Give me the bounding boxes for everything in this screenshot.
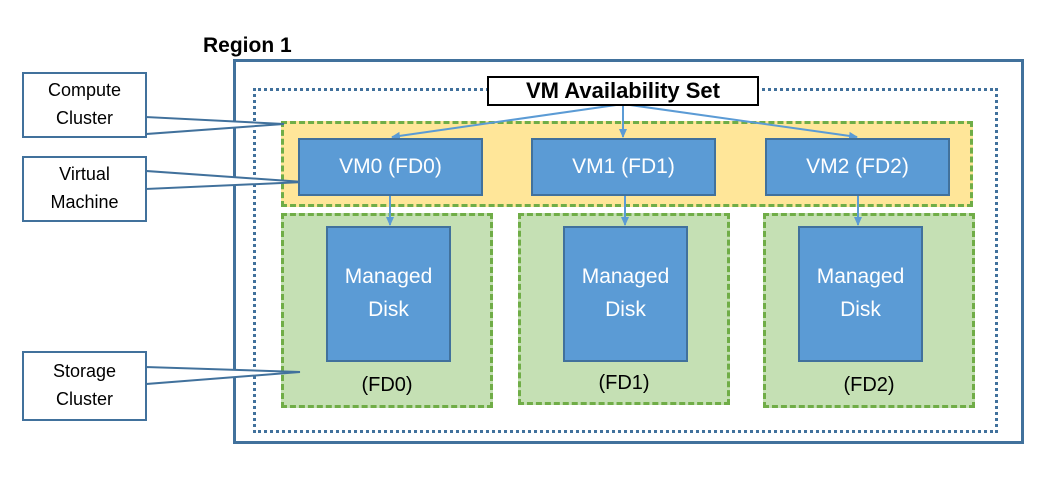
- region-label: Region 1: [203, 34, 292, 57]
- callout-pointer-vm: [145, 169, 305, 191]
- arrow-avset-vm2: [622, 103, 858, 140]
- vm-box-1: VM1 (FD1): [531, 138, 716, 196]
- callout-pointer-storage: [145, 365, 301, 386]
- callout-pointer-compute: [145, 115, 285, 136]
- managed-disk-1: Managed Disk: [563, 226, 688, 362]
- managed-disk-label-line2: Disk: [605, 298, 646, 321]
- callout-compute-cluster: Compute Cluster: [22, 72, 147, 138]
- managed-disk-2: Managed Disk: [798, 226, 923, 362]
- vm-box-0: VM0 (FD0): [298, 138, 483, 196]
- callout-storage-cluster: Storage Cluster: [22, 351, 147, 421]
- callout-line2: Machine: [50, 192, 119, 212]
- managed-disk-label-line1: Managed: [344, 265, 433, 289]
- arrow-avset-vm0: [391, 103, 624, 140]
- managed-disk-label-line2: Disk: [368, 298, 409, 321]
- fault-domain-label-0: (FD0): [361, 373, 413, 396]
- callout-line2: Cluster: [55, 108, 113, 128]
- callout-line1: Storage: [52, 361, 117, 382]
- managed-disk-label-line2: Disk: [840, 298, 881, 321]
- managed-disk-label-line1: Managed: [581, 265, 670, 289]
- callout-line2: Cluster: [55, 389, 113, 409]
- callout-line1: Compute: [47, 80, 122, 101]
- callout-virtual-machine: Virtual Machine: [22, 156, 147, 222]
- fault-domain-label-1: (FD1): [598, 371, 650, 394]
- managed-disk-label-line1: Managed: [816, 265, 905, 289]
- managed-disk-0: Managed Disk: [326, 226, 451, 362]
- availability-set-label: VM Availability Set: [487, 76, 759, 106]
- callout-line1: Virtual: [59, 164, 110, 185]
- region-boundary: [233, 59, 1024, 444]
- vm-box-2: VM2 (FD2): [765, 138, 950, 196]
- fault-domain-label-2: (FD2): [843, 373, 895, 396]
